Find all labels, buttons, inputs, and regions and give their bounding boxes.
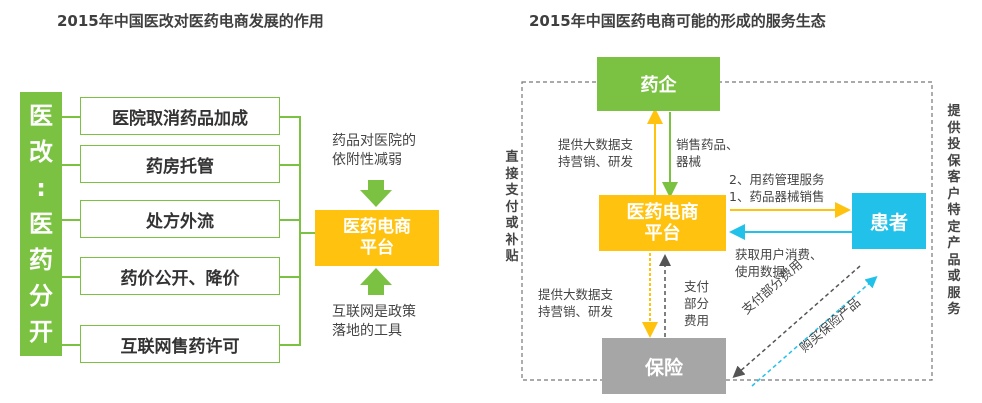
item-box-5: 互联网售药许可 (80, 325, 280, 363)
side-char: : (36, 174, 46, 202)
note-internet-tool: 互联网是政策落地的工具 (332, 304, 416, 339)
label-sell-drugs: 销售药品、器械 (676, 137, 739, 169)
item-box-4: 药价公开、降价 (80, 257, 280, 295)
label-direct-payment: 直接支付或补贴 (505, 150, 519, 264)
side-char: 分 (29, 282, 53, 310)
dashed-frame (521, 81, 933, 381)
bracket-line (280, 164, 300, 166)
label-insured-services: 提供投保客户特定产品或服务 (947, 104, 961, 317)
left-title: 2015年中国医改对医药电商发展的作用 (57, 12, 324, 30)
item-box-3: 处方外流 (80, 200, 280, 238)
side-char: 改 (29, 138, 53, 166)
side-char: 医 (29, 102, 53, 130)
connector-line (62, 344, 80, 346)
patient-box: 患者 (852, 193, 926, 249)
platform-line-2: 平台 (360, 238, 394, 258)
bracket-vertical (299, 116, 301, 346)
label-user-data: 获取用户消费、使用数据 (735, 247, 823, 279)
insurance-box: 保险 (602, 338, 726, 394)
bracket-line (280, 219, 300, 221)
ecommerce-platform-box: 医药电商平台 (315, 210, 439, 266)
bracket-to-platform (299, 232, 315, 234)
right-platform-box: 医药电商平台 (599, 195, 726, 251)
label-bigdata-bottom: 提供大数据支持营销、研发 (538, 287, 614, 319)
platform-line-1: 医药电商 (343, 217, 411, 237)
side-char: 药 (29, 246, 53, 274)
arrow-up-icon (360, 268, 392, 295)
connector-line (62, 276, 80, 278)
bracket-line (280, 344, 300, 346)
side-char: 医 (29, 210, 53, 238)
side-char: 开 (29, 318, 53, 346)
note-dependency: 药品对医院的依附性减弱 (332, 133, 416, 168)
reform-label-bar: 医 改 : 医 药 分 开 (20, 92, 62, 356)
label-bigdata-top: 提供大数据支持营销、研发 (558, 137, 634, 169)
connector-line (62, 219, 80, 221)
label-pay-partial: 支付部分费用 (684, 279, 710, 328)
right-title: 2015年中国医药电商可能的形成的服务生态 (529, 12, 826, 30)
bracket-line (280, 276, 300, 278)
bracket-line (280, 116, 300, 118)
connector-line (62, 116, 80, 118)
platform-line-2: 平台 (644, 223, 681, 244)
connector-line (62, 164, 80, 166)
pharma-company-box: 药企 (597, 57, 720, 111)
item-box-2: 药房托管 (80, 145, 280, 183)
item-box-1: 医院取消药品加成 (80, 97, 280, 135)
platform-line-1: 医药电商 (626, 202, 699, 223)
arrow-down-icon (360, 180, 392, 207)
